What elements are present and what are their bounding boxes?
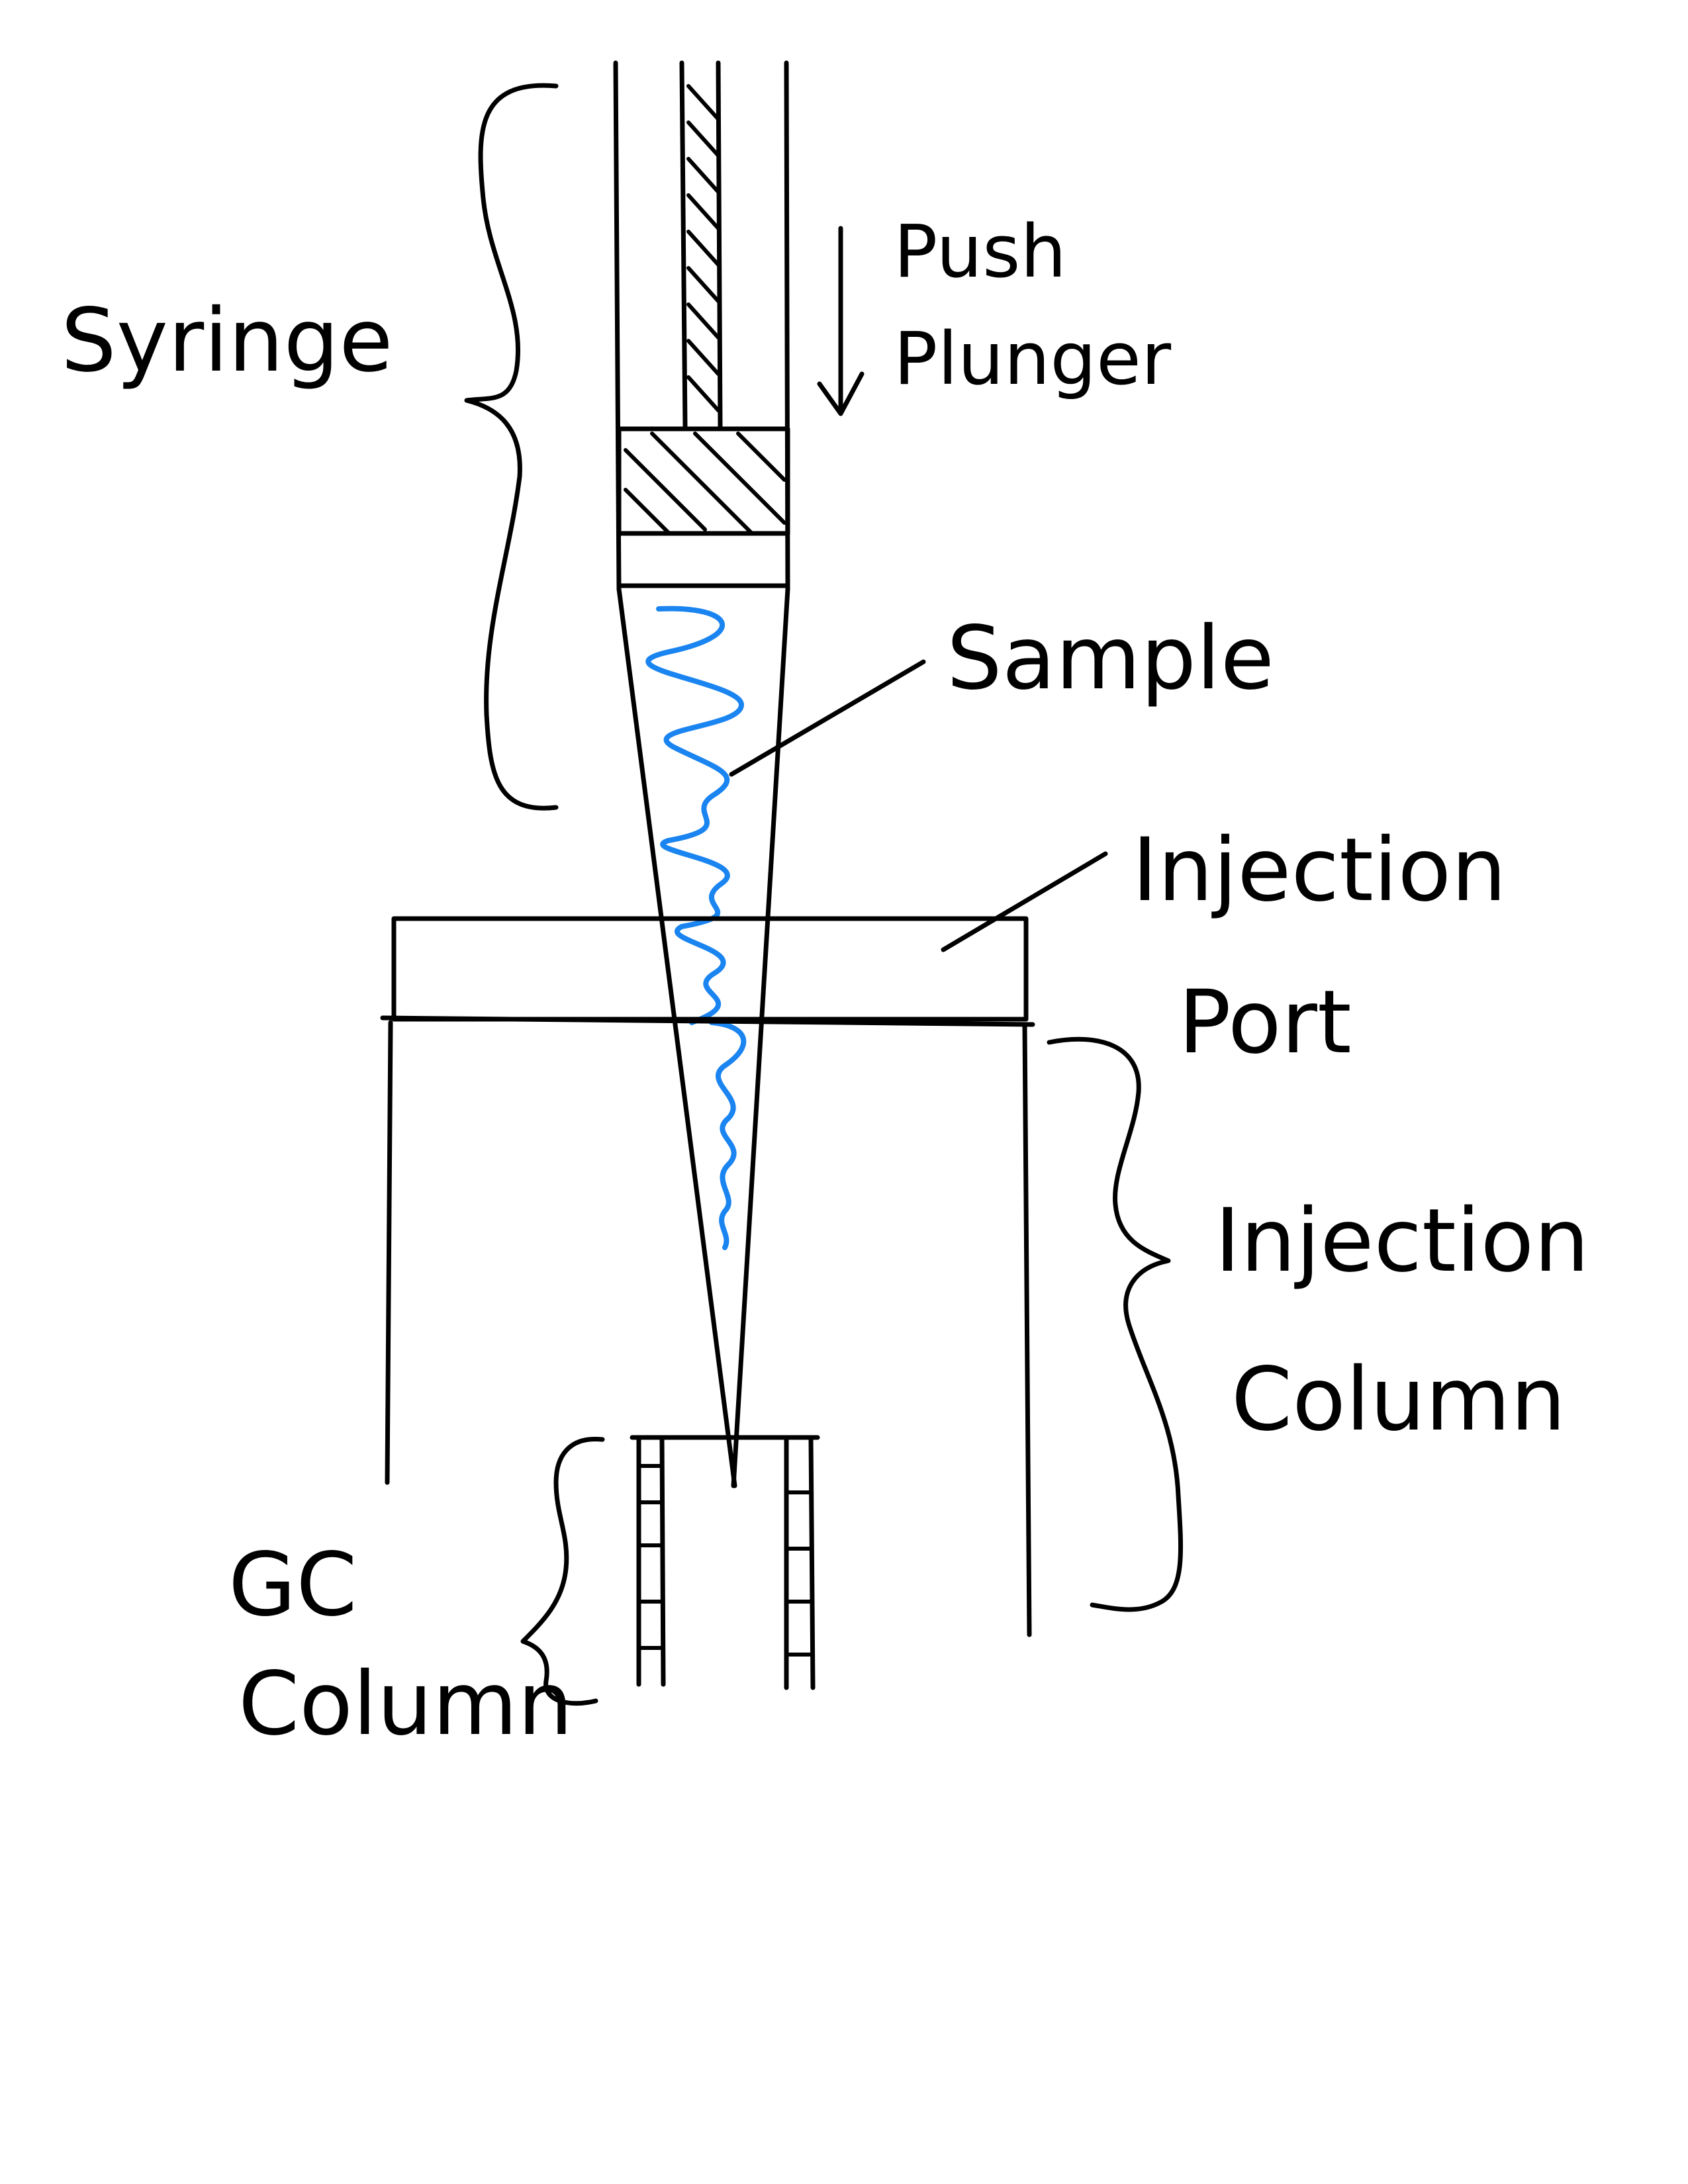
injection-port-label-line2: Port [1178, 972, 1352, 1073]
gc-column-brace [520, 1436, 605, 1706]
plunger-head [616, 426, 790, 588]
syringe-label: Syringe [61, 290, 393, 392]
injection-column-label-line1: Injection [1215, 1190, 1589, 1292]
plunger-label: Plunger [894, 316, 1172, 401]
injection-port-leader-line [941, 851, 1108, 952]
gc-column-label-line2: Column [238, 1653, 573, 1755]
injection-column-brace [1047, 1036, 1184, 1612]
plunger-rod [679, 60, 723, 430]
push-arrow [817, 226, 865, 416]
injection-column-label-line2: Column [1231, 1349, 1566, 1451]
syringe-brace [464, 83, 559, 811]
gc-column [630, 1435, 820, 1690]
syringe-needle [616, 586, 790, 1488]
sample-liquid [645, 606, 747, 1250]
sample-leader-line [729, 659, 926, 777]
gc-column-label-line1: GC [228, 1534, 357, 1636]
push-label: Push [894, 209, 1066, 294]
syringe-barrel [613, 60, 790, 592]
injection-port-label-line1: Injection [1132, 819, 1507, 921]
injection-port [380, 916, 1035, 1027]
injection-column [385, 1020, 1032, 1637]
sample-label: Sample [947, 608, 1274, 709]
